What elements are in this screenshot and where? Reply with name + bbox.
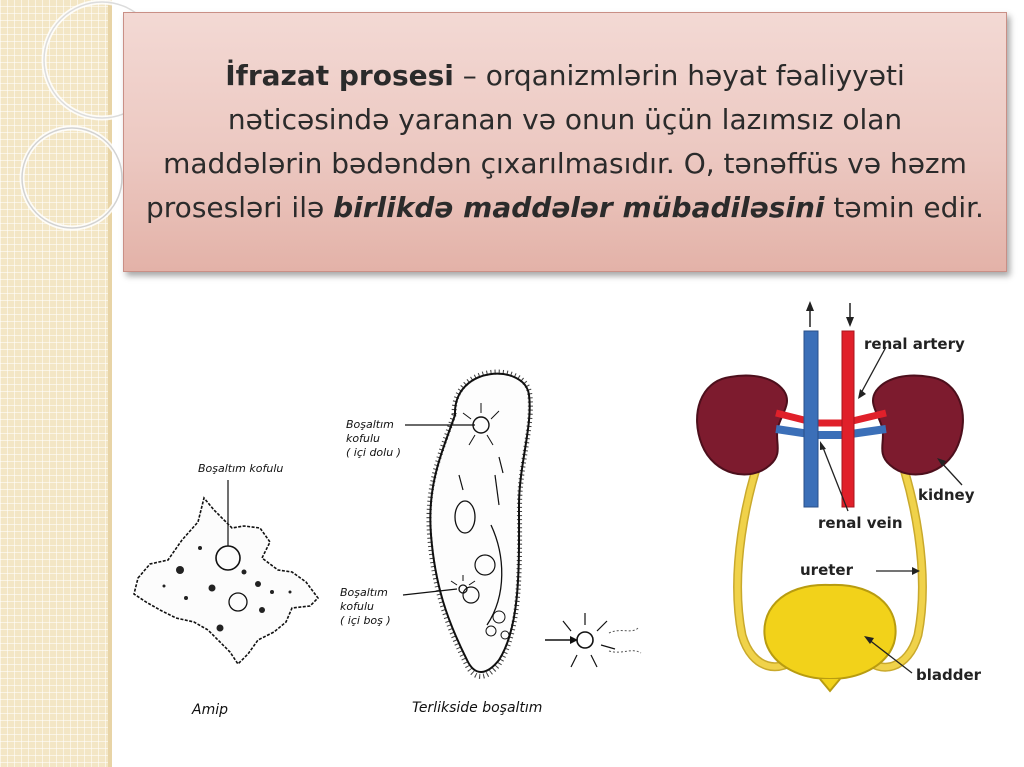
paramecium-caption: Terlikside boşaltım: [412, 700, 543, 716]
renal-artery-label: renal artery: [864, 335, 965, 353]
definition-end: təmin edir.: [824, 191, 984, 224]
title-box: İfrazat prosesi – orqanizmlərin həyat fə…: [123, 12, 1007, 272]
amoeba-illustration: [133, 480, 320, 666]
urinary-system-diagram: [696, 301, 964, 693]
amoeba-vacuole-label: Boşaltım kofulu: [198, 462, 284, 475]
left-kidney: [696, 374, 788, 476]
vacuole-empty-label-1: Boşaltım: [340, 586, 388, 599]
renal-vein-label: renal vein: [818, 514, 903, 532]
vacuole-empty-label-2: kofulu: [340, 600, 374, 613]
renal-vein-branches: [775, 425, 887, 439]
strip-edge: [108, 0, 112, 767]
term: İfrazat prosesi: [225, 59, 454, 92]
right-kidney: [872, 374, 964, 476]
discharged-vacuole: [562, 613, 642, 668]
vacuole-full-label-2: kofulu: [346, 432, 380, 445]
definition-text: İfrazat prosesi – orqanizmlərin həyat fə…: [145, 54, 985, 230]
renal-artery-branches: [775, 409, 887, 427]
pointer-empty: [402, 588, 458, 596]
vacuole-full-label-3: ( içi dolu ): [346, 446, 401, 459]
paramecium-body: [429, 372, 531, 673]
paramecium-illustration: [402, 369, 642, 679]
left-decorative-strip: [0, 0, 112, 767]
paramecium-vacuole-empty: [450, 575, 476, 594]
vacuole-full-label-1: Boşaltım: [346, 418, 394, 431]
definition-main: – orqanizmlərin həyat fəaliyyəti nəticəs…: [146, 59, 967, 224]
amoeba-body: [133, 496, 320, 666]
vacuole-empty-label-3: ( içi boş ): [340, 614, 391, 627]
ureter-label: ureter: [800, 561, 853, 579]
vena-cava: [803, 330, 819, 508]
emphasis: birlikdə maddələr mübadiləsini: [333, 191, 825, 224]
amoeba-caption: Amip: [192, 702, 228, 718]
amoeba-nucleus: [228, 592, 248, 612]
kidney-label: kidney: [918, 486, 975, 504]
decorative-circles: [19, 0, 160, 231]
bladder: [763, 583, 897, 681]
aorta: [841, 330, 855, 508]
bladder-label: bladder: [916, 666, 982, 684]
